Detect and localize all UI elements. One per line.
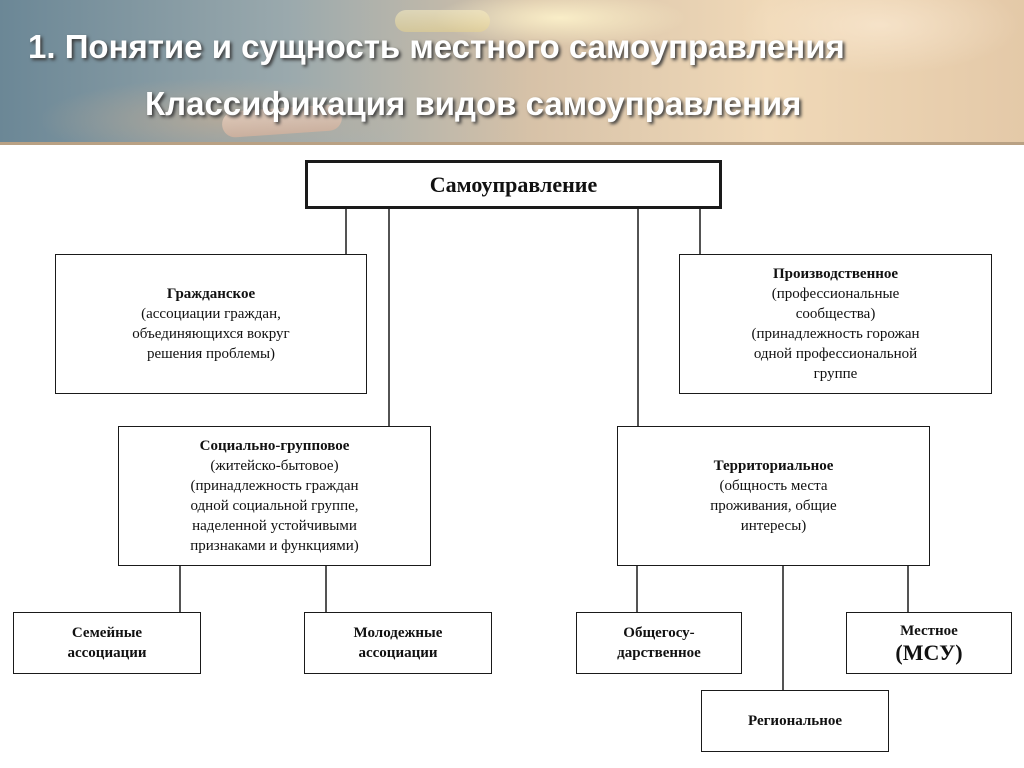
youth-node-text: ассоциации [358,645,438,661]
social-group-node-text: признаками и функциями) [190,538,359,554]
territorial-node-box: Территориальное (общность места проживан… [617,426,930,566]
state-node-box: Общегосу- дарственное [576,612,742,674]
state-node-text: Общегосу- [623,625,695,641]
youth-node-text: Молодежные [353,625,443,641]
territorial-node-text: проживания, общие [710,498,837,514]
state-node-text: дарственное [617,645,701,661]
banner-divider [0,142,1024,145]
header-banner: 1. Понятие и сущность местного самоуправ… [0,0,1024,145]
social-group-node-text: наделенной устойчивыми [192,518,357,534]
production-node-box: Производственное (профессиональные сообщ… [679,254,992,394]
territorial-node-text: (общность места [719,478,828,494]
root-node-box: Самоуправление [305,160,722,209]
local-node-text: Местное [900,623,958,639]
local-node-text: (МСУ) [895,640,963,665]
production-node-title: Производственное [772,266,899,282]
family-node-text: Семейные [71,625,143,641]
root-node-label: Самоуправление [429,171,598,197]
production-node-text: (профессиональные [771,286,900,302]
production-node-text: (принадлежность горожан [751,326,920,342]
civil-node-text: объединяющихся вокруг [132,326,290,342]
social-group-node-title: Социально-групповое [199,438,350,454]
youth-node-box: Молодежные ассоциации [304,612,492,674]
social-group-node-text: (принадлежность граждан [190,478,359,494]
local-node-box: Местное (МСУ) [846,612,1012,674]
civil-node-box: Гражданское (ассоциации граждан, объедин… [55,254,367,394]
territorial-node-text: интересы) [740,518,807,534]
social-group-node-text: одной социальной группе, [190,498,359,514]
chalk-decoration [395,10,490,32]
regional-node-text: Региональное [748,713,842,729]
civil-node-text: решения проблемы) [146,346,276,362]
slide-title: 1. Понятие и сущность местного самоуправ… [28,28,845,65]
social-group-node-text: (житейско-бытовое) [210,458,339,474]
social-group-node-box: Социально-групповое (житейско-бытовое) (… [118,426,431,566]
family-node-text: ассоциации [67,645,147,661]
family-node-box: Семейные ассоциации [13,612,201,674]
regional-node-box: Региональное [701,690,889,752]
production-node-text: группе [813,366,858,382]
production-node-text: сообщества) [795,306,876,322]
civil-node-text: (ассоциации граждан, [141,306,281,322]
civil-node-title: Гражданское [166,286,256,302]
territorial-node-title: Территориальное [713,458,834,474]
production-node-text: одной профессиональной [753,346,918,362]
slide-subtitle: Классификация видов самоуправления [145,85,802,122]
